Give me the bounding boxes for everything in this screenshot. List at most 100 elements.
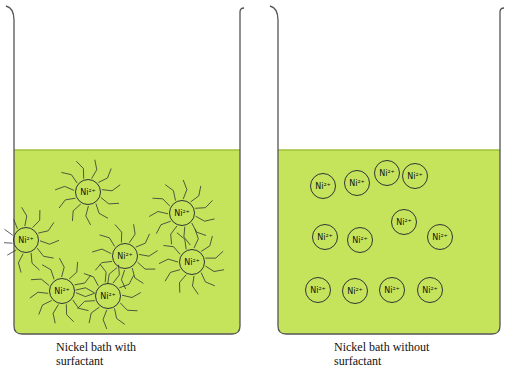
surfactant-tail — [171, 226, 177, 244]
surfactant-tail — [138, 262, 156, 269]
nickel-ion: Ni²⁺ — [179, 249, 205, 275]
surfactant-tail — [205, 251, 223, 258]
surfactant-tail — [129, 224, 135, 243]
surfactant-tail — [92, 249, 111, 254]
surfactant-tail — [108, 268, 117, 285]
surfactant-tail — [38, 222, 54, 233]
ion-label: Ni²⁺ — [352, 236, 368, 245]
surfactant-tail — [61, 172, 77, 183]
nickel-ion: Ni²⁺ — [344, 170, 370, 196]
surfactant-tails — [4, 0, 254, 387]
surfactant-tail — [4, 242, 12, 244]
nickel-ion: Ni²⁺ — [417, 277, 443, 303]
nickel-bath-liquid — [278, 150, 500, 334]
surfactant-tail — [201, 273, 215, 286]
ion-label: Ni²⁺ — [347, 287, 363, 296]
surfactant-tail — [183, 180, 187, 199]
surfactant-tail — [205, 266, 224, 272]
surfactant-tail — [40, 240, 59, 244]
surfactant-tail — [196, 216, 215, 221]
surfactant-tail — [75, 275, 91, 285]
surfactant-tail — [102, 185, 120, 191]
nickel-ion: Ni²⁺ — [347, 227, 373, 253]
surfactant-tail — [193, 276, 199, 295]
surfactant-tail — [31, 253, 39, 270]
surfactant-tail — [42, 265, 54, 280]
surfactant-tail — [159, 259, 178, 264]
liquid-surface — [14, 149, 240, 151]
surfactant-tail — [76, 161, 83, 179]
surfactant-tail — [153, 198, 170, 206]
surfactant-tail — [37, 248, 53, 258]
beaker-outline — [268, 0, 514, 387]
surfactant-tail — [53, 305, 58, 324]
beaker-outline — [4, 0, 254, 387]
ion-label: Ni²⁺ — [117, 252, 133, 261]
nickel-ion: Ni²⁺ — [95, 283, 121, 309]
surfactant-tail — [72, 204, 80, 221]
nickel-bath-liquid — [14, 150, 240, 334]
surfactant-tail — [14, 219, 18, 229]
caption: Nickel bath without surfactant — [334, 340, 458, 368]
surfactant-tail — [165, 270, 180, 282]
surfactant-tail — [100, 235, 115, 247]
ion-label: Ni²⁺ — [100, 292, 116, 301]
surfactant-tail — [194, 229, 198, 248]
surfactant-tail — [192, 223, 206, 236]
ion-label: Ni²⁺ — [315, 182, 331, 191]
surfactant-tail — [100, 264, 106, 282]
surfactant-tail — [101, 198, 119, 204]
surfactant-tail — [39, 301, 52, 315]
nickel-ion: Ni²⁺ — [169, 200, 195, 226]
liquid-surface — [278, 149, 500, 151]
ion-label: Ni²⁺ — [54, 287, 70, 296]
surfactant-tail — [55, 186, 74, 190]
surfactant-tail — [22, 207, 27, 226]
surfactant-tail — [195, 200, 212, 208]
surfactant-tail — [113, 265, 119, 283]
nickel-ion: Ni²⁺ — [402, 163, 428, 189]
nickel-ion: Ni²⁺ — [379, 277, 405, 303]
nickel-ion: Ni²⁺ — [342, 278, 368, 304]
surfactant-tail — [69, 262, 77, 279]
surfactant-tail — [149, 212, 168, 217]
nickel-ion: Ni²⁺ — [391, 209, 417, 235]
surfactant-tail — [191, 186, 201, 202]
surfactant-tail — [120, 303, 137, 311]
ion-label: Ni²⁺ — [80, 188, 96, 197]
surfactant-tail — [103, 310, 107, 329]
surfactant-tail — [7, 250, 16, 255]
surfactant-tail — [84, 274, 98, 286]
caption: Nickel bath with surfactant — [56, 340, 168, 368]
ion-label: Ni²⁺ — [407, 172, 423, 181]
surfactant-tail — [18, 254, 23, 273]
nickel-ion: Ni²⁺ — [374, 160, 400, 186]
surfactant-tail — [96, 204, 108, 219]
surfactant-tail — [165, 185, 175, 201]
nickel-ion: Ni²⁺ — [305, 277, 331, 303]
ion-label: Ni²⁺ — [310, 286, 326, 295]
surfactant-tail — [122, 293, 141, 298]
surfactant-tail — [136, 234, 150, 247]
beaker: Nickel bath with surfactant Ni²⁺ Ni²⁺ Ni²⁺ N… — [4, 0, 254, 387]
surfactant-tail — [5, 229, 13, 235]
nickel-ion: Ni²⁺ — [310, 173, 336, 199]
beaker-glass — [6, 6, 244, 334]
surfactant-tail — [66, 304, 73, 322]
ion-label: Ni²⁺ — [379, 169, 395, 178]
ion-label: Ni²⁺ — [18, 236, 34, 245]
surfactant-tail — [139, 251, 158, 257]
ion-label: Ni²⁺ — [432, 233, 448, 242]
surfactant-tail — [156, 221, 170, 234]
nickel-ion: Ni²⁺ — [112, 243, 138, 269]
surfactant-tail — [33, 210, 40, 228]
nickel-ion: Ni²⁺ — [13, 227, 39, 253]
surfactant-tail — [180, 275, 187, 293]
nickel-ion: Ni²⁺ — [49, 278, 75, 304]
ion-label: Ni²⁺ — [384, 286, 400, 295]
surfactant-tail — [30, 292, 48, 298]
surfactant-tail — [92, 160, 97, 179]
surfactant-tail — [201, 236, 212, 251]
ion-label: Ni²⁺ — [317, 233, 333, 242]
surfactant-tail — [76, 293, 95, 297]
